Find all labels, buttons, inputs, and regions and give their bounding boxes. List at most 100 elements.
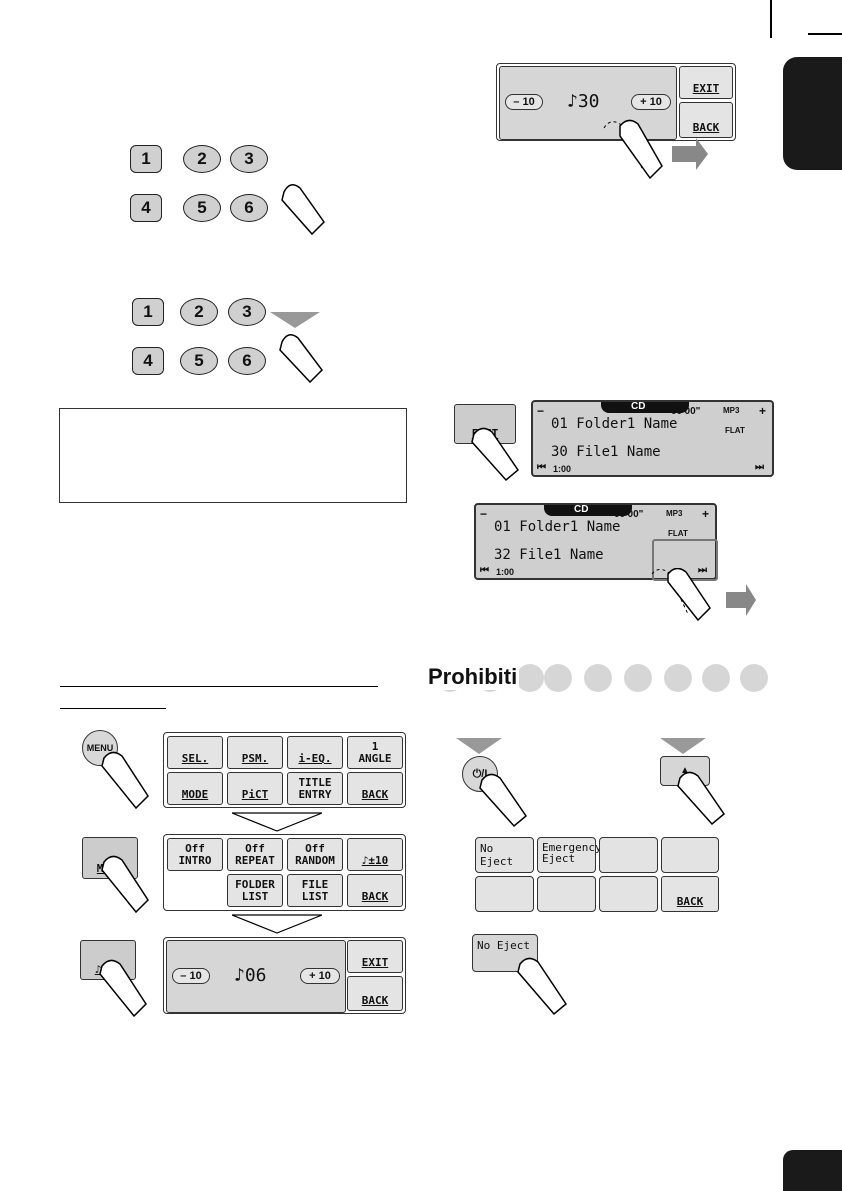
section-title: Prohibiti [428, 664, 520, 690]
folder-name: 01 Folder1 Name [551, 416, 678, 432]
minus-key-2[interactable]: − [480, 507, 488, 521]
prev-track-icon-2[interactable]: ⏮ [480, 565, 489, 576]
num-key-2b[interactable]: 2 [180, 298, 218, 326]
next-track-icon[interactable]: ⏭ [755, 462, 764, 473]
plus-10-pill[interactable]: + 10 [300, 968, 340, 984]
skip10-button[interactable]: ♪±10 [347, 838, 403, 871]
circle-9 [740, 664, 768, 692]
swipe-finger-icon-2 [651, 568, 756, 622]
file-list-button[interactable]: FILE LIST [287, 874, 343, 907]
file-name: 30 File1 Name [551, 444, 661, 460]
cd-panel-2: CD 00ʹ00ʺ 01 Folder1 Name 32 File1 Name … [474, 503, 718, 581]
pict-button[interactable]: PiCT [227, 772, 283, 805]
menu-screen-1: SEL. PSM. i-EQ. 1 ANGLE MODE PiCT TITLE … [163, 732, 406, 808]
num-key-5b[interactable]: 5 [180, 347, 218, 375]
finger-icon [281, 184, 325, 236]
skip-screen-top: – 10 ♪30 + 10 EXIT BACK [496, 63, 736, 141]
finger-icon-power [479, 773, 528, 828]
crop-line-h [808, 33, 842, 35]
language-tab [783, 57, 842, 170]
minus-key[interactable]: − [537, 404, 545, 418]
format-badge-2: MP3 [666, 509, 683, 518]
circle-8 [702, 664, 730, 692]
cd-panel-1: CD 00ʹ00ʺ 01 Folder1 Name 30 File1 Name … [531, 400, 774, 477]
page-number-tab [783, 1150, 842, 1191]
menu-key[interactable]: MENU [82, 730, 118, 766]
num-key-4[interactable]: 4 [130, 194, 162, 222]
random-button[interactable]: Off RANDOM [287, 838, 343, 871]
crop-line [770, 0, 772, 38]
ieq-button[interactable]: i-EQ. [287, 736, 343, 769]
plus-key-2[interactable]: + [702, 507, 710, 521]
no-eject-option[interactable]: No Eject [475, 837, 534, 873]
press-arrow-icon-2 [660, 738, 706, 754]
section-underline-2 [60, 708, 166, 710]
num-key-6[interactable]: 6 [230, 194, 268, 222]
back-button-eject[interactable]: BACK [661, 876, 719, 912]
finger-icon-eject [677, 771, 726, 826]
angle-button[interactable]: 1 ANGLE [347, 736, 403, 769]
cd-counter-2: 00ʹ00ʺ [614, 509, 644, 520]
finger-icon-exit [471, 427, 520, 482]
empty-button [167, 874, 223, 907]
num-key-4b[interactable]: 4 [132, 347, 164, 375]
option-slot-3 [599, 837, 658, 873]
next-track-icon-2[interactable]: ⏭ [698, 565, 707, 576]
finger-icon-skip [99, 959, 147, 1018]
emergency-eject-option[interactable]: Emergency Eject [537, 837, 602, 873]
finger-icon-noeject [517, 957, 567, 1016]
eq-badge: FLAT [725, 426, 745, 435]
folder-list-button[interactable]: FOLDER LIST [227, 874, 283, 907]
file-name-2: 32 File1 Name [494, 547, 604, 563]
mode-button[interactable]: MODE [167, 772, 223, 805]
back-button-top[interactable]: BACK [679, 102, 733, 138]
press-arrow-icon [456, 738, 502, 754]
folder-name-2: 01 Folder1 Name [494, 519, 621, 535]
cd-mode: CD [631, 401, 646, 412]
back-button-1[interactable]: BACK [347, 772, 403, 805]
skip-value-top: ♪30 [567, 91, 600, 112]
num-key-3[interactable]: 3 [230, 145, 268, 173]
intro-button[interactable]: Off INTRO [167, 838, 223, 871]
exit-button-b[interactable]: EXIT [347, 940, 403, 973]
plus-key[interactable]: + [759, 404, 767, 418]
cd-mode-2: CD [574, 504, 589, 515]
minus-10-pill[interactable]: – 10 [172, 968, 210, 984]
option-slot-7 [599, 876, 658, 912]
note-box [59, 408, 407, 503]
num-key-2[interactable]: 2 [183, 145, 221, 173]
num-key-3b[interactable]: 3 [228, 298, 266, 326]
hold-arrow-icon [270, 312, 320, 328]
num-key-6b[interactable]: 6 [228, 347, 266, 375]
sel-button[interactable]: SEL. [167, 736, 223, 769]
cd-counter: 00ʹ00ʺ [671, 406, 701, 417]
finger-icon-mode [101, 855, 149, 914]
num-key-1[interactable]: 1 [130, 145, 162, 173]
num-key-5[interactable]: 5 [183, 194, 221, 222]
finger-icon-menu [101, 751, 149, 810]
finger-icon-2 [279, 334, 323, 384]
back-button-b[interactable]: BACK [347, 976, 403, 1011]
circle-5 [584, 664, 612, 692]
title-entry-button[interactable]: TITLE ENTRY [287, 772, 343, 805]
circle-4 [544, 664, 572, 692]
exit-button-top[interactable]: EXIT [679, 66, 733, 99]
back-button-2[interactable]: BACK [347, 874, 403, 907]
time-2: 1:00 [496, 567, 515, 577]
num-key-1b[interactable]: 1 [132, 298, 164, 326]
eq-badge-2: FLAT [668, 529, 688, 538]
circle-3 [516, 664, 544, 692]
option-slot-5 [475, 876, 534, 912]
swipe-finger-icon [603, 119, 708, 180]
option-slot-4 [661, 837, 719, 873]
plus-10-pill-top[interactable]: + 10 [631, 94, 671, 110]
flow-arrow-icon-2 [232, 914, 322, 934]
circle-6 [624, 664, 652, 692]
section-underline-1 [60, 686, 378, 688]
option-slot-6 [537, 876, 596, 912]
prev-track-icon[interactable]: ⏮ [537, 462, 546, 473]
repeat-button[interactable]: Off REPEAT [227, 838, 283, 871]
minus-10-pill-top[interactable]: – 10 [505, 94, 543, 110]
psm-button[interactable]: PSM. [227, 736, 283, 769]
flow-arrow-icon [232, 812, 322, 832]
